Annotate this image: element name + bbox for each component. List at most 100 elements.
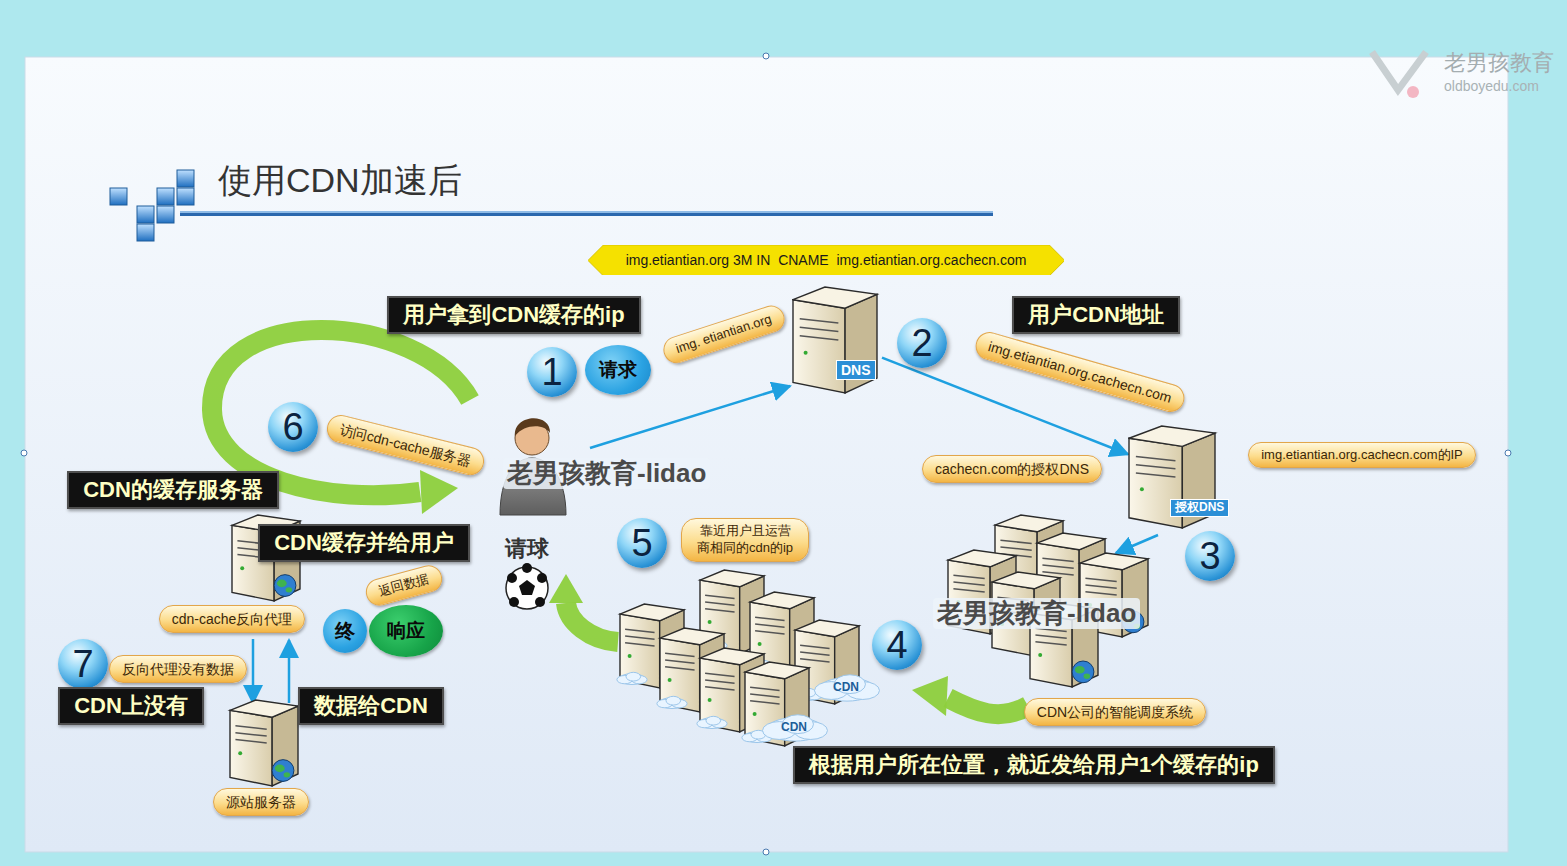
server-slot	[1085, 585, 1116, 588]
logo-mark	[1372, 52, 1426, 90]
globe-icon	[274, 575, 296, 597]
server-slot	[1042, 572, 1073, 575]
node-text: 终	[335, 620, 355, 642]
server-slot	[1000, 540, 1031, 543]
server-slot	[755, 617, 784, 620]
server-icon	[745, 662, 809, 746]
label-box: CDN	[833, 680, 859, 694]
watermark: 老男孩教育-lidao	[507, 458, 706, 489]
server-side	[785, 668, 809, 746]
globe-land	[277, 580, 287, 588]
server-led	[238, 751, 242, 755]
callout-number: 4	[886, 626, 907, 664]
action-ellipse: 响应	[369, 605, 443, 657]
globe-icon	[1034, 630, 1056, 652]
ball-patch	[537, 573, 547, 583]
server-slot	[1136, 457, 1176, 461]
cloud-puff	[659, 698, 685, 709]
node-text: CDN缓存并给用户	[274, 529, 454, 558]
note-pill: 访问cdn-cache服务器	[324, 412, 487, 478]
cloud-puff	[671, 699, 687, 707]
node-text: 数据给CDN	[314, 692, 428, 721]
server-top	[660, 628, 724, 645]
cloud-puff	[666, 696, 681, 705]
selection-handle	[763, 849, 769, 855]
server-slot	[1000, 547, 1031, 550]
cloud-puff	[747, 663, 763, 671]
cloud-puff	[744, 732, 770, 743]
server-side	[272, 706, 298, 786]
cloud-icon	[697, 638, 727, 650]
server-slot	[705, 673, 734, 676]
note-pill: img.etiantian.org.cachecn.com	[972, 329, 1187, 416]
server-front	[995, 525, 1037, 599]
server-icon	[793, 287, 877, 393]
server-slot	[705, 602, 734, 605]
server-led	[804, 351, 808, 355]
selection-handle	[1505, 450, 1511, 456]
logo-text: oldboyedu.com	[1444, 78, 1539, 95]
caption-box: 用户拿到CDN缓存的ip	[387, 296, 640, 335]
server-slot	[755, 631, 784, 634]
cloud-puff	[756, 660, 771, 669]
cloud-icon	[657, 696, 687, 708]
figure-caption: 请球	[505, 536, 549, 562]
server-slot	[1035, 635, 1066, 638]
title-square	[137, 206, 154, 223]
server-icon	[230, 700, 298, 786]
cloud-puff	[806, 691, 822, 699]
cloud-puff	[761, 663, 777, 671]
flow-line	[288, 640, 291, 703]
server-icon	[660, 628, 724, 712]
server-slot	[800, 652, 829, 655]
server-slot	[665, 653, 694, 656]
server-slot	[705, 609, 734, 612]
cloud-icon	[747, 660, 777, 672]
server-icon	[750, 592, 814, 676]
globe-land	[275, 765, 285, 773]
watermark: 老男孩教育-lidao	[937, 598, 1136, 629]
person-hair	[515, 418, 550, 436]
node-text: 用户CDN地址	[1028, 301, 1164, 330]
caption-box: CDN的缓存服务器	[67, 471, 279, 510]
server-led	[758, 642, 762, 646]
cloud-tag: CDN	[833, 680, 859, 694]
node-text: 根据用户所在位置，就近发给用户1个缓存的ip	[809, 751, 1259, 780]
server-front	[750, 602, 790, 676]
cloud-puff	[626, 672, 641, 681]
title-square	[177, 188, 194, 205]
ball-patch	[522, 563, 532, 573]
server-slot	[705, 680, 734, 683]
server-top	[745, 662, 809, 679]
node-text: 源站服务器	[226, 793, 296, 811]
cloud-puff	[819, 678, 875, 702]
caption-box: 数据给CDN	[298, 687, 444, 726]
title-square	[157, 188, 174, 205]
step-number: 4	[872, 620, 922, 670]
action-ellipse: 终	[323, 609, 367, 653]
server-slot	[1000, 554, 1031, 557]
server-slot	[800, 336, 839, 340]
server-slot	[800, 319, 839, 323]
title-rule	[180, 211, 993, 216]
cloud-puff	[706, 716, 721, 725]
node-text: CDN上没有	[74, 692, 188, 721]
flow-line	[590, 386, 790, 448]
server-slot	[665, 660, 694, 663]
server-node: DNS	[792, 286, 882, 394]
server-slot	[1035, 642, 1066, 645]
server-slot	[1136, 473, 1176, 477]
ball-outline	[506, 567, 548, 609]
soccer-ball	[506, 563, 548, 609]
note-pill: cdn-cache反向代理	[159, 605, 306, 633]
cloud-puff	[767, 718, 823, 742]
server-led	[240, 566, 244, 570]
title-square	[157, 206, 174, 223]
step-number: 5	[617, 518, 667, 568]
server-slot	[953, 582, 984, 585]
server-icon	[620, 604, 684, 688]
step-number: 3	[1185, 531, 1235, 581]
cloud-icon	[742, 730, 772, 742]
server-top	[795, 620, 859, 637]
